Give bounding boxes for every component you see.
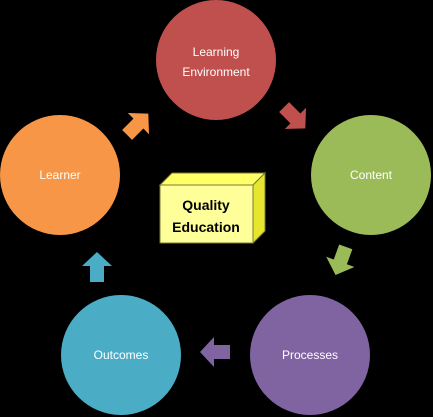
center-box-side bbox=[252, 171, 266, 245]
arrow-shape bbox=[200, 337, 230, 367]
arrow-shape bbox=[122, 112, 150, 140]
center-label-line2: Education bbox=[172, 219, 240, 235]
center-box-top bbox=[158, 172, 267, 186]
node-label: Learner bbox=[39, 168, 80, 182]
node-label: Outcomes bbox=[94, 348, 149, 362]
node-content: Content bbox=[311, 115, 431, 235]
center-box: Quality Education bbox=[158, 171, 267, 245]
node-label-line2: Environment bbox=[182, 65, 250, 79]
node-outcomes: Outcomes bbox=[61, 295, 181, 415]
arrow-learning-environment-to-content bbox=[279, 102, 307, 130]
node-learning-environment: Learning Environment bbox=[156, 0, 276, 120]
arrow-learner-to-learning-environment bbox=[122, 112, 150, 140]
center-box-front bbox=[159, 184, 254, 244]
node-learner: Learner bbox=[0, 115, 120, 235]
node-label: Content bbox=[350, 168, 393, 182]
node-processes: Processes bbox=[250, 295, 370, 415]
node-circle bbox=[311, 115, 431, 235]
arrow-outcomes-to-learner bbox=[82, 252, 112, 282]
node-label: Processes bbox=[282, 348, 338, 362]
node-circle bbox=[61, 295, 181, 415]
node-label-line1: Learning bbox=[193, 45, 240, 59]
arrow-shape bbox=[326, 244, 355, 276]
arrow-processes-to-outcomes bbox=[200, 337, 230, 367]
node-circle bbox=[0, 115, 120, 235]
center-label-line1: Quality bbox=[182, 197, 230, 213]
node-circle bbox=[156, 0, 276, 120]
node-circle bbox=[250, 295, 370, 415]
arrow-shape bbox=[279, 102, 307, 130]
arrow-content-to-processes bbox=[326, 244, 355, 276]
arrow-shape bbox=[82, 252, 112, 282]
